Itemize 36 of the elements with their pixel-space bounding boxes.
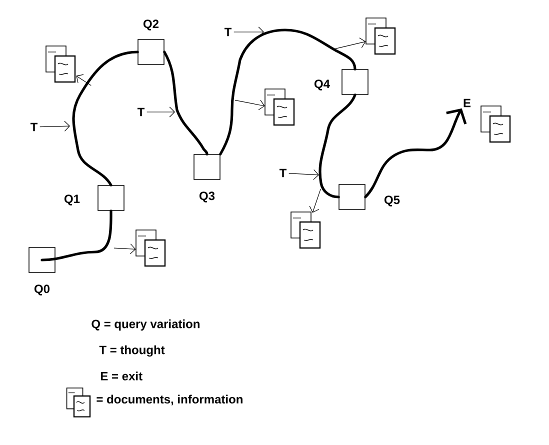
query-label: Q5	[384, 196, 400, 206]
text-label: T	[30, 122, 38, 132]
arrow	[234, 100, 265, 110]
query-label: Q4	[314, 80, 330, 90]
arrow	[146, 106, 175, 118]
legend-text: = documents, information	[96, 394, 242, 406]
arrow	[234, 26, 264, 38]
search-path	[364, 108, 467, 198]
document-icon	[480, 106, 511, 143]
arrow	[334, 38, 366, 50]
document-icon	[46, 46, 76, 83]
search-path	[219, 28, 356, 156]
text-label: T	[279, 168, 287, 178]
document-icon	[264, 88, 295, 126]
search-path	[40, 210, 112, 262]
search-path	[72, 50, 139, 186]
query-label: Q0	[34, 284, 50, 296]
arrow	[76, 74, 92, 86]
key-text: E = exit	[101, 372, 142, 380]
query-label: Q2	[143, 20, 159, 30]
arrow	[288, 169, 319, 180]
document-icon	[136, 230, 166, 267]
query-label: Q3	[199, 192, 215, 202]
document-icon	[290, 212, 321, 249]
document-icon	[366, 18, 396, 55]
arrow	[114, 244, 136, 254]
key-text: T = thought	[99, 345, 165, 357]
text-label: T	[224, 28, 232, 36]
key-text: Q = query variation	[92, 319, 200, 331]
search-path	[318, 94, 356, 198]
arrow	[40, 120, 70, 132]
arrow	[309, 188, 321, 213]
query-label: Q1	[64, 194, 80, 206]
text-label: E	[464, 98, 471, 108]
search-path	[163, 50, 208, 156]
text-label: T	[137, 108, 145, 116]
